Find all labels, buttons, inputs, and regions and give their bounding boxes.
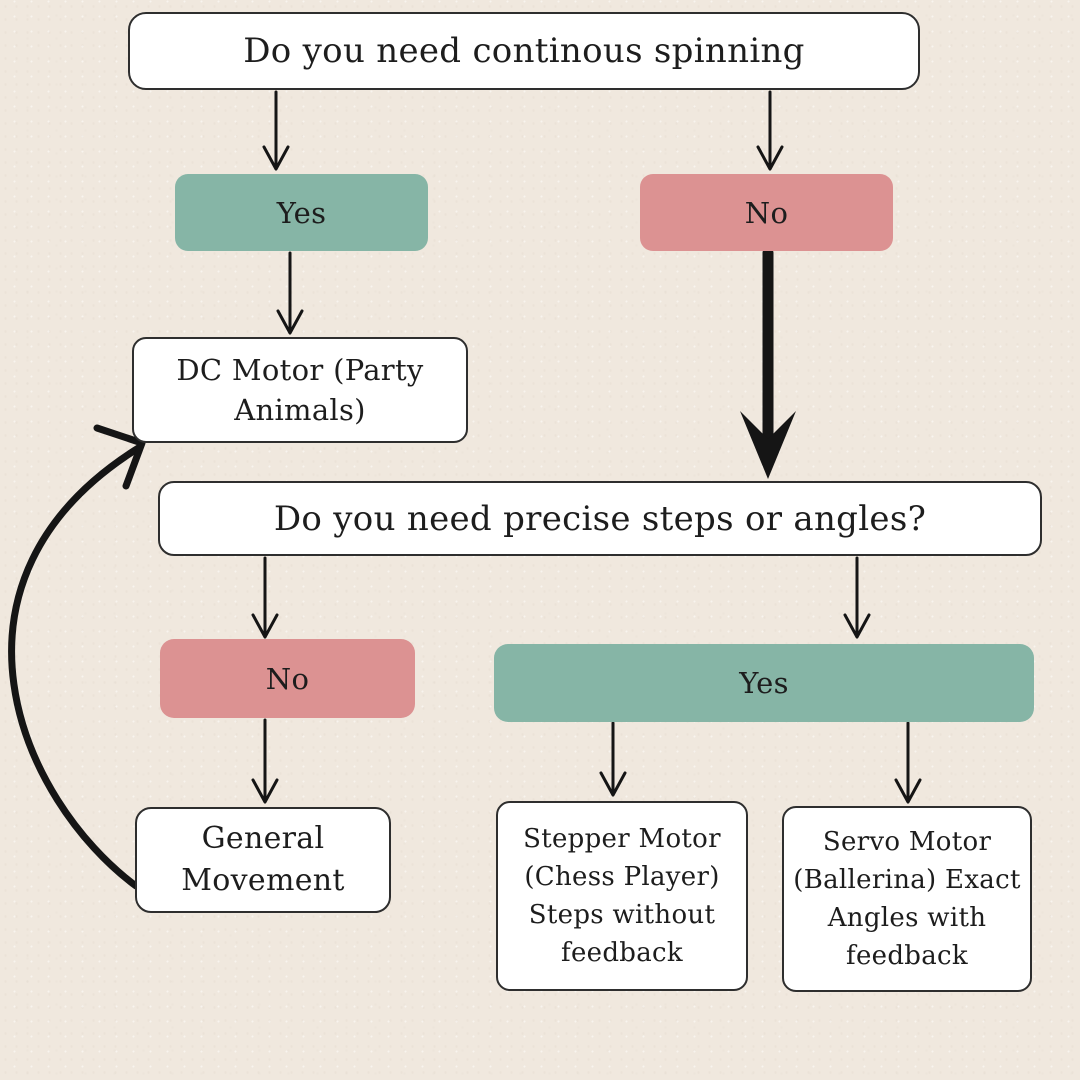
node-answer-no-precise: No xyxy=(160,639,415,718)
arrow-q2-to-yes xyxy=(843,556,871,639)
node-result-general-movement: General Movement xyxy=(135,807,391,913)
node-question-continuous-spinning: Do you need continous spinning xyxy=(128,12,920,90)
arrow-no-to-q2-thick xyxy=(740,247,796,479)
arrow-q1-to-yes xyxy=(262,90,290,171)
arrow-yes-to-stepper xyxy=(599,721,627,797)
arrow-yes-to-dc-motor xyxy=(276,251,304,335)
node-result-dc-motor: DC Motor (Party Animals) xyxy=(132,337,468,443)
arrow-loop-general-movement-to-dc-motor xyxy=(8,424,146,890)
node-result-servo-motor: Servo Motor (Ballerina) Exact Angles wit… xyxy=(782,806,1032,992)
arrow-q2-to-no xyxy=(251,556,279,639)
node-answer-yes-spinning: Yes xyxy=(175,174,428,251)
arrow-q1-to-no xyxy=(756,90,784,171)
node-result-stepper-motor: Stepper Motor (Chess Player) Steps witho… xyxy=(496,801,748,991)
node-question-precise-steps: Do you need precise steps or angles? xyxy=(158,481,1042,556)
arrow-no-to-general-movement xyxy=(251,718,279,804)
arrow-yes-to-servo xyxy=(894,721,922,804)
node-answer-yes-precise: Yes xyxy=(494,644,1034,722)
node-answer-no-spinning: No xyxy=(640,174,893,251)
